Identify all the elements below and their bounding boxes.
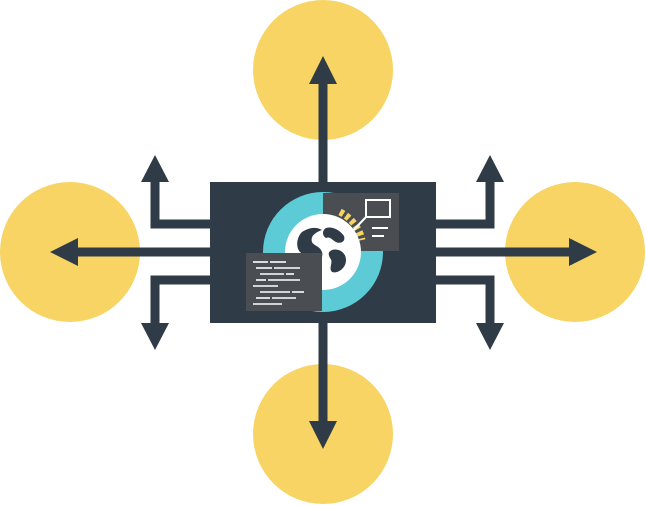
code-window-icon [246,253,322,311]
arrowhead-left-upper-icon [141,155,169,182]
arrowhead-right-icon [569,238,597,266]
arrow-right-lower-line [435,275,495,326]
arrow-left-lower-line [150,275,212,326]
stripe-arc [338,208,366,241]
arrowhead-left-lower-icon [141,323,169,350]
arrowhead-right-lower-icon [476,323,504,350]
arrowhead-right-upper-icon [476,155,504,182]
arrowhead-left-icon [50,238,78,266]
arrowhead-down-icon [309,421,337,449]
hub-panel [210,182,436,323]
arrow-right-upper-line [435,178,495,229]
arrow-left-upper-line [150,178,212,229]
connector-arrows [78,80,570,425]
arrowhead-up-icon [309,56,337,84]
arrow-heads [50,56,597,449]
network-chart-icon [345,199,391,239]
